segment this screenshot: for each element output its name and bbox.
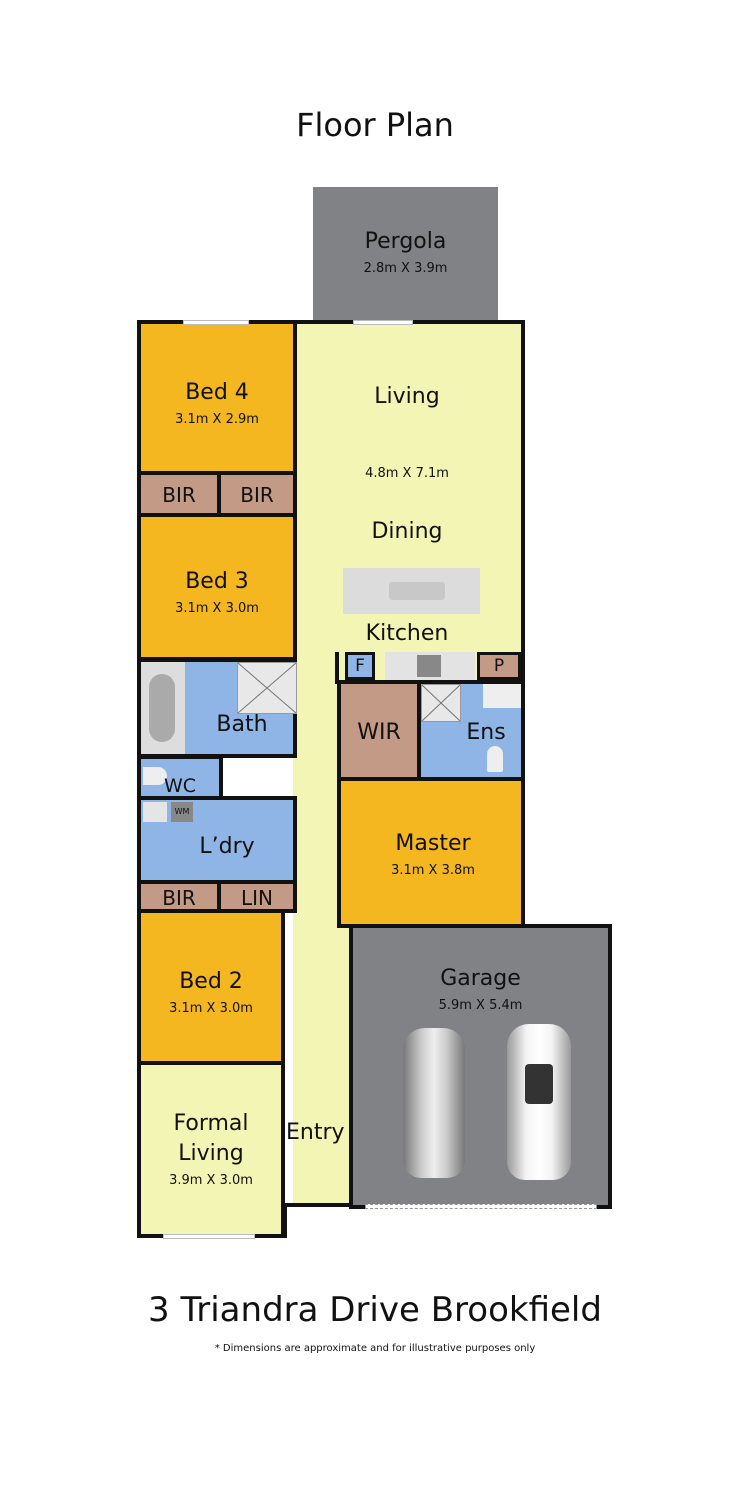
room-label: Pergola <box>364 229 447 254</box>
room-dims: 3.1m X 3.0m <box>175 601 259 616</box>
room-label: L’dry <box>199 834 255 859</box>
room-dims: 2.8m X 3.9m <box>363 261 448 276</box>
basin-icon <box>483 684 521 708</box>
room-label: WC <box>163 775 197 797</box>
page-title: Floor Plan <box>296 106 454 144</box>
room-label: Ens <box>466 720 506 745</box>
room-label: Bath <box>216 712 268 737</box>
room-dims: 3.1m X 2.9m <box>175 412 259 427</box>
room-bir: BIR <box>217 471 297 517</box>
kitchen-label: Kitchen <box>365 621 449 646</box>
shower-icon <box>421 684 461 722</box>
room-label: WIR <box>357 720 401 745</box>
window <box>183 320 249 325</box>
room-label: Bed 2 <box>179 969 243 994</box>
room-label: BIR <box>162 886 196 910</box>
room-dims: 5.9m X 5.4m <box>438 998 523 1013</box>
room-laundry: WM L’dry <box>137 796 297 884</box>
cooktop-icon <box>385 652 475 680</box>
pantry: P <box>477 652 521 680</box>
car-icon <box>403 1028 465 1178</box>
room-ensuite: Ens <box>417 680 525 781</box>
entry-label: Entry <box>286 1120 345 1145</box>
sink-icon <box>389 582 445 600</box>
room-bath: Bath <box>137 658 297 758</box>
washing-machine-icon: WM <box>171 802 193 822</box>
room-label: LIN <box>240 886 273 910</box>
disclaimer: * Dimensions are approximate and for ill… <box>214 1343 536 1354</box>
dining-label: Dining <box>371 519 443 544</box>
room-label: BIR <box>240 483 274 507</box>
room-dims: 3.1m X 3.0m <box>169 1001 253 1016</box>
room-master: Master 3.1m X 3.8m <box>337 777 525 928</box>
toilet-icon <box>487 746 503 772</box>
room-pergola: Pergola 2.8m X 3.9m <box>313 187 498 322</box>
sliding-door <box>353 320 413 325</box>
wall <box>283 1203 287 1238</box>
room-wir: WIR <box>337 680 421 781</box>
wall <box>283 1203 353 1207</box>
room-label: Formal <box>173 1111 249 1136</box>
room-label: Garage <box>440 966 521 991</box>
tub-icon <box>143 802 167 822</box>
kitchen-island <box>343 568 480 614</box>
shower-icon <box>237 662 297 714</box>
room-formal-living: Formal Living 3.9m X 3.0m <box>137 1061 285 1239</box>
room-bed-2: Bed 2 3.1m X 3.0m <box>137 909 285 1065</box>
room-dims: 3.1m X 3.8m <box>391 863 475 878</box>
room-living: Living 4.8m X 7.1m Dining Kitchen <box>293 320 525 656</box>
room-bed-3: Bed 3 3.1m X 3.0m <box>137 513 297 661</box>
room-wc: WC <box>137 755 223 800</box>
toilet-icon <box>143 767 167 785</box>
fridge: F <box>345 652 375 680</box>
kitchen-bench: F P <box>335 652 525 684</box>
room-bir: BIR <box>137 880 221 913</box>
room-bed-4: Bed 4 3.1m X 2.9m <box>137 320 297 475</box>
room-label: Living <box>374 384 440 409</box>
car-icon <box>507 1024 571 1180</box>
room-dims: 4.8m X 7.1m <box>365 466 449 481</box>
room-label: Living <box>178 1141 244 1166</box>
room-label: Master <box>395 831 471 856</box>
room-label: Bed 3 <box>185 569 249 594</box>
property-address: 3 Triandra Drive Brookfield <box>148 1290 602 1330</box>
room-bir: BIR <box>137 471 221 517</box>
window <box>163 1234 255 1239</box>
room-dims: 3.9m X 3.0m <box>169 1173 253 1188</box>
room-label: Bed 4 <box>185 380 249 405</box>
bathtub-icon <box>141 662 185 754</box>
room-label: BIR <box>162 483 196 507</box>
room-garage: Garage 5.9m X 5.4m <box>349 924 612 1209</box>
garage-door <box>365 1204 597 1209</box>
